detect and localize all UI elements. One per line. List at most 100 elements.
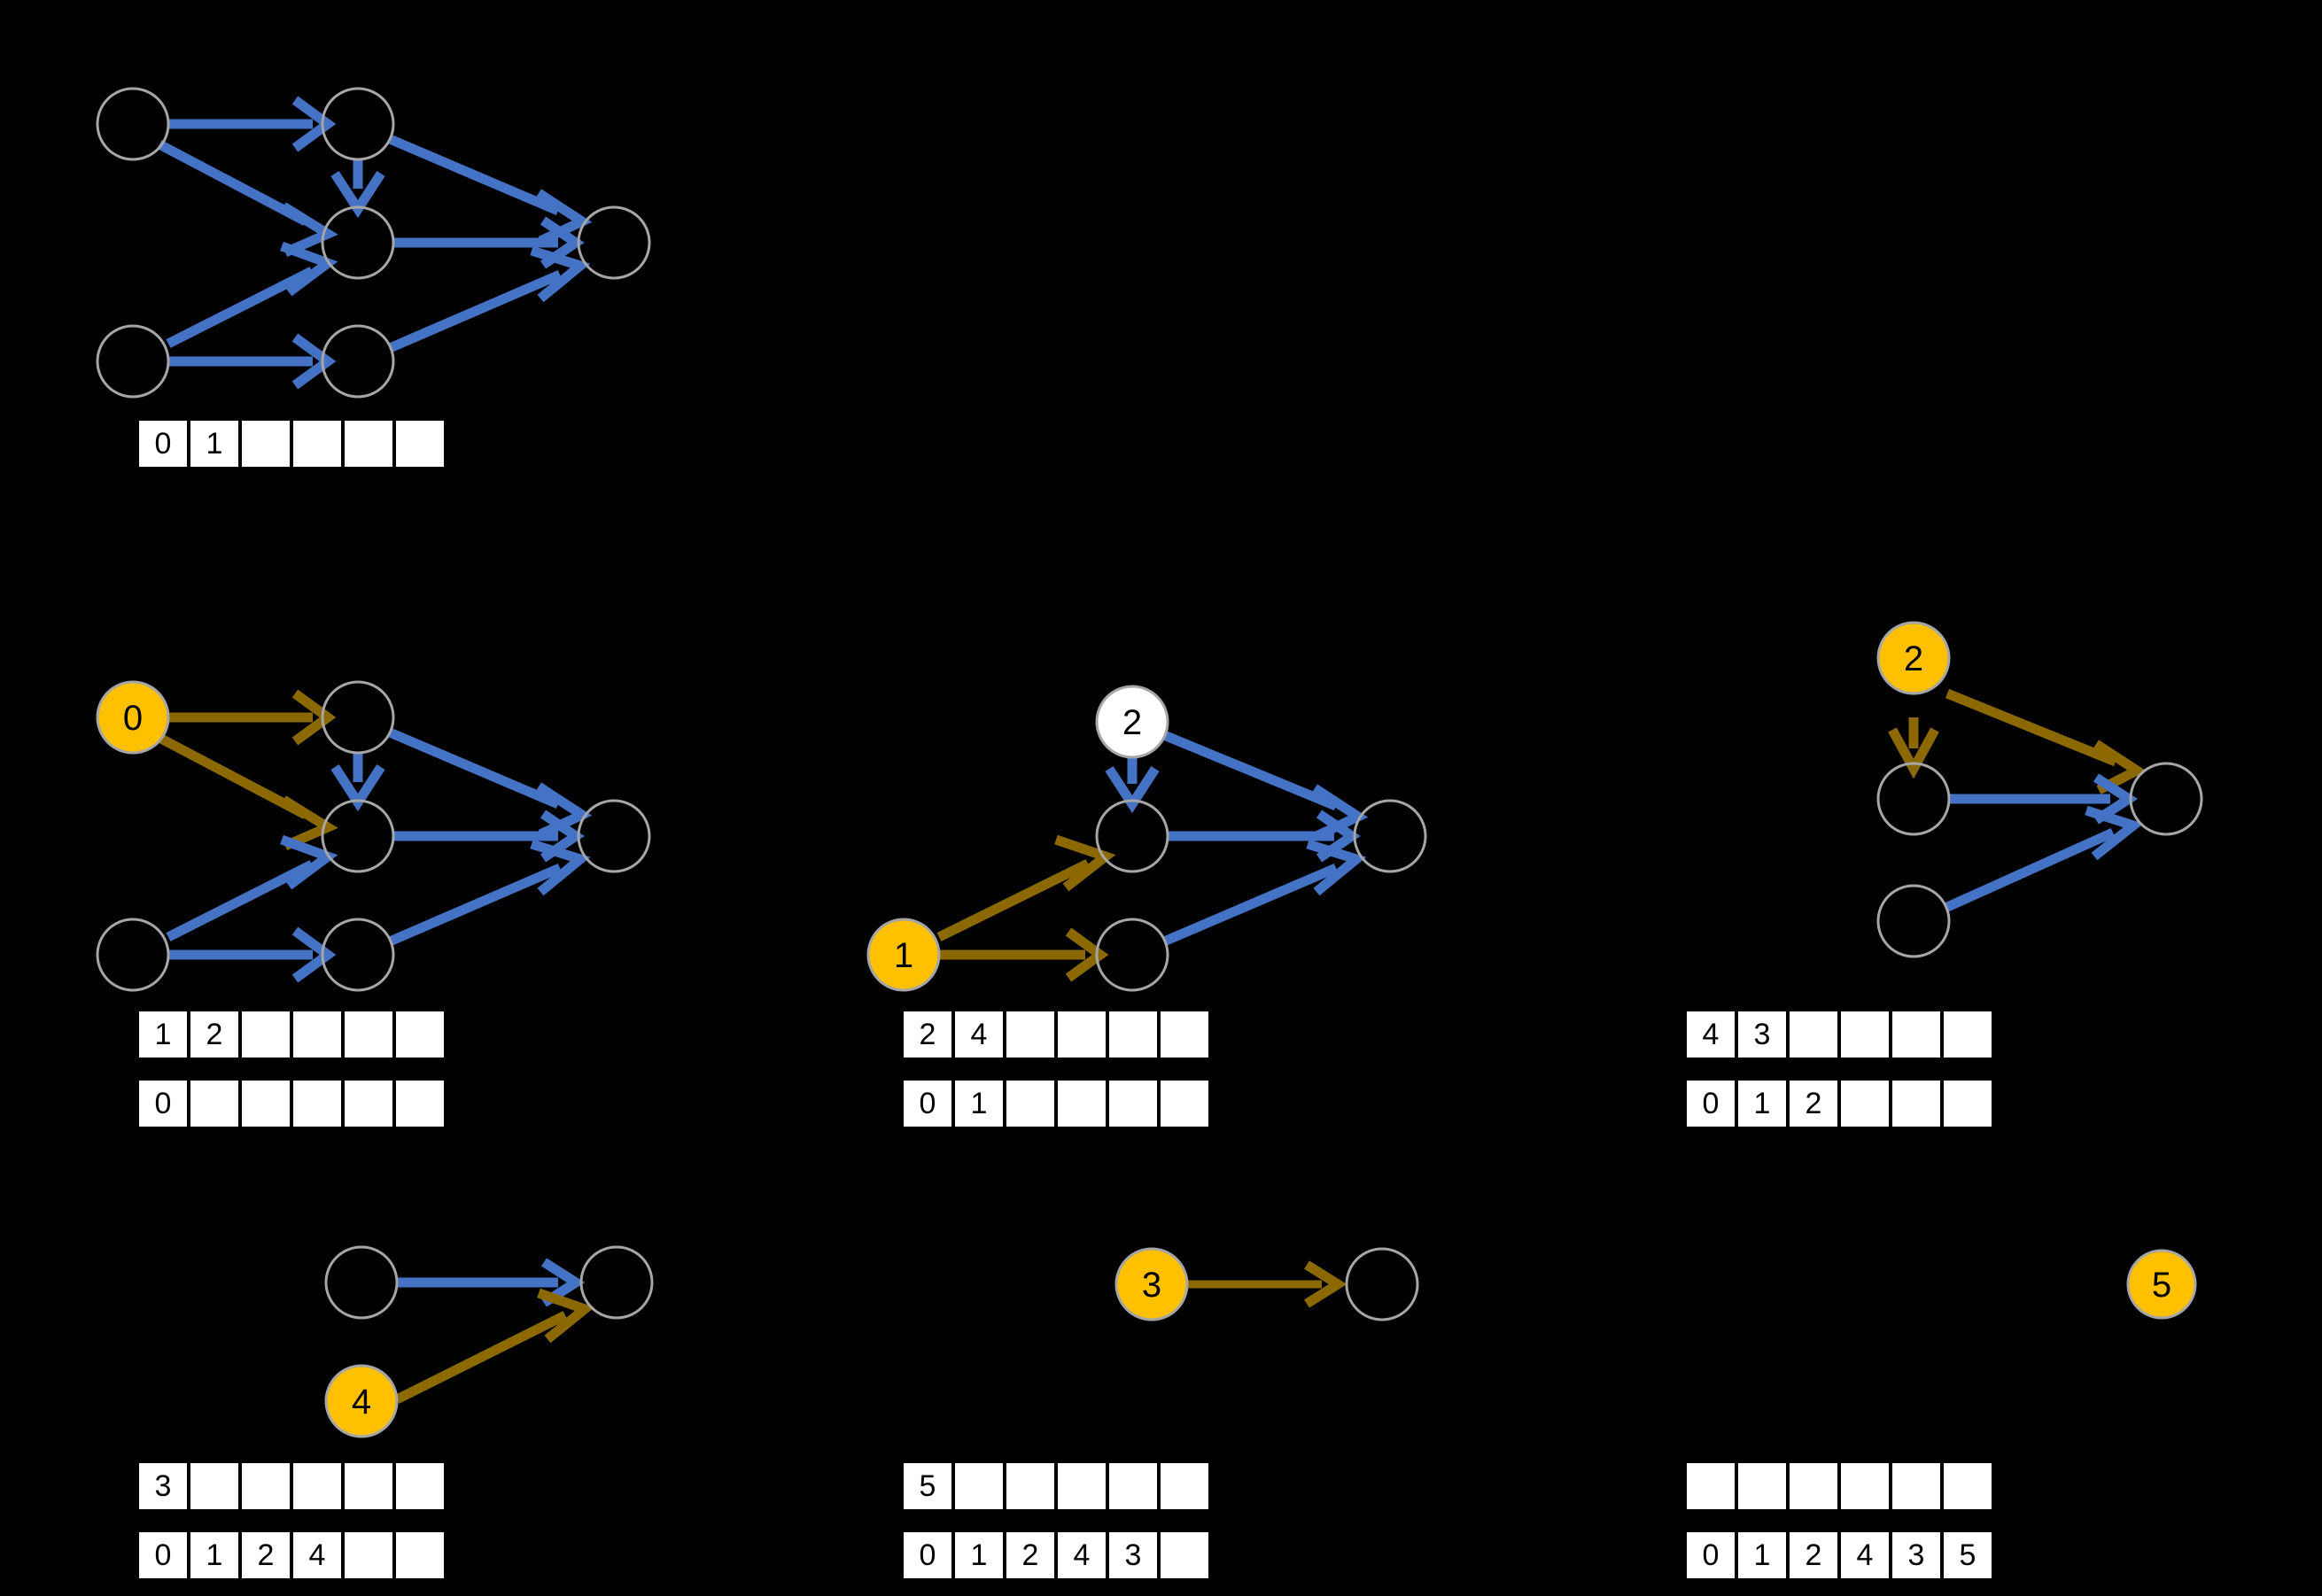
graph-node-active[interactable]: 0 bbox=[96, 680, 170, 755]
array-cell[interactable] bbox=[1005, 1010, 1056, 1059]
graph-node[interactable] bbox=[321, 87, 395, 161]
array-cell[interactable] bbox=[1942, 1461, 1993, 1511]
array-cell[interactable] bbox=[1839, 1079, 1891, 1128]
graph-node-active[interactable]: 3 bbox=[1114, 1247, 1189, 1321]
array-cell[interactable]: 2 bbox=[902, 1010, 953, 1059]
array-cell[interactable] bbox=[1891, 1010, 1942, 1059]
array-cell[interactable] bbox=[291, 419, 343, 469]
array-cell[interactable]: 0 bbox=[1685, 1530, 1736, 1580]
array-cell[interactable]: 2 bbox=[189, 1010, 240, 1059]
array-cell[interactable] bbox=[1942, 1010, 1993, 1059]
array-cell[interactable] bbox=[1005, 1079, 1056, 1128]
array-cell[interactable] bbox=[1891, 1461, 1942, 1511]
graph-node[interactable] bbox=[1095, 918, 1169, 992]
graph-node[interactable] bbox=[96, 87, 170, 161]
array-cell[interactable]: 4 bbox=[291, 1530, 343, 1580]
array-cell[interactable] bbox=[240, 419, 291, 469]
array-cell[interactable] bbox=[189, 1461, 240, 1511]
graph-node[interactable] bbox=[96, 918, 170, 992]
array-cell[interactable] bbox=[240, 1079, 291, 1128]
array-cell[interactable] bbox=[240, 1010, 291, 1059]
graph-node[interactable] bbox=[321, 918, 395, 992]
array-cell[interactable]: 1 bbox=[1736, 1079, 1788, 1128]
array-cell[interactable] bbox=[1056, 1461, 1107, 1511]
graph-node-active[interactable]: 1 bbox=[866, 918, 941, 992]
graph-node[interactable] bbox=[321, 680, 395, 755]
array-cell[interactable] bbox=[1839, 1461, 1891, 1511]
array-cell[interactable] bbox=[1839, 1010, 1891, 1059]
graph-node[interactable] bbox=[577, 205, 651, 280]
array-cell[interactable]: 0 bbox=[137, 419, 189, 469]
array-cell[interactable]: 1 bbox=[953, 1079, 1005, 1128]
graph-node[interactable] bbox=[324, 1245, 399, 1320]
graph-node[interactable] bbox=[1353, 799, 1427, 873]
array-cell[interactable] bbox=[291, 1079, 343, 1128]
graph-node-active[interactable]: 4 bbox=[324, 1364, 399, 1438]
array-cell[interactable] bbox=[343, 1530, 394, 1580]
array-cell[interactable]: 0 bbox=[137, 1530, 189, 1580]
array-cell[interactable] bbox=[343, 1079, 394, 1128]
array-cell[interactable]: 4 bbox=[1685, 1010, 1736, 1059]
array-cell[interactable]: 1 bbox=[189, 419, 240, 469]
graph-node[interactable] bbox=[577, 799, 651, 873]
array-cell[interactable] bbox=[1891, 1079, 1942, 1128]
graph-node[interactable] bbox=[2129, 762, 2203, 836]
graph-node[interactable] bbox=[1876, 762, 1951, 836]
array-cell[interactable]: 0 bbox=[902, 1079, 953, 1128]
array-cell[interactable]: 4 bbox=[1839, 1530, 1891, 1580]
array-cell[interactable] bbox=[343, 419, 394, 469]
array-cell[interactable] bbox=[394, 1010, 446, 1059]
array-cell[interactable] bbox=[394, 1461, 446, 1511]
array-cell[interactable] bbox=[1107, 1010, 1159, 1059]
array-cell[interactable]: 3 bbox=[1107, 1530, 1159, 1580]
array-cell[interactable]: 2 bbox=[1005, 1530, 1056, 1580]
array-cell[interactable] bbox=[1159, 1010, 1210, 1059]
array-cell[interactable] bbox=[1685, 1461, 1736, 1511]
array-cell[interactable] bbox=[394, 419, 446, 469]
array-cell[interactable]: 1 bbox=[953, 1530, 1005, 1580]
array-cell[interactable]: 1 bbox=[1736, 1530, 1788, 1580]
graph-node-white[interactable]: 2 bbox=[1095, 685, 1169, 759]
array-cell[interactable] bbox=[240, 1461, 291, 1511]
array-cell[interactable]: 2 bbox=[240, 1530, 291, 1580]
graph-node[interactable] bbox=[96, 324, 170, 399]
array-cell[interactable] bbox=[343, 1010, 394, 1059]
array-cell[interactable]: 4 bbox=[953, 1010, 1005, 1059]
array-cell[interactable] bbox=[1159, 1079, 1210, 1128]
graph-node[interactable] bbox=[1095, 799, 1169, 873]
array-cell[interactable]: 0 bbox=[137, 1079, 189, 1128]
array-cell[interactable] bbox=[291, 1010, 343, 1059]
graph-node[interactable] bbox=[321, 324, 395, 399]
array-cell[interactable] bbox=[1159, 1530, 1210, 1580]
array-cell[interactable] bbox=[291, 1461, 343, 1511]
array-cell[interactable] bbox=[1736, 1461, 1788, 1511]
array-cell[interactable]: 3 bbox=[1891, 1530, 1942, 1580]
array-cell[interactable]: 0 bbox=[1685, 1079, 1736, 1128]
graph-node[interactable] bbox=[1345, 1247, 1419, 1321]
array-cell[interactable] bbox=[1056, 1079, 1107, 1128]
array-cell[interactable] bbox=[189, 1079, 240, 1128]
array-cell[interactable]: 4 bbox=[1056, 1530, 1107, 1580]
graph-node[interactable] bbox=[321, 205, 395, 280]
array-cell[interactable] bbox=[1056, 1010, 1107, 1059]
array-cell[interactable] bbox=[1107, 1079, 1159, 1128]
array-cell[interactable] bbox=[394, 1530, 446, 1580]
array-cell[interactable] bbox=[1005, 1461, 1056, 1511]
array-cell[interactable] bbox=[1107, 1461, 1159, 1511]
graph-node-active[interactable]: 5 bbox=[2126, 1249, 2197, 1320]
array-cell[interactable]: 1 bbox=[189, 1530, 240, 1580]
graph-node-active[interactable]: 2 bbox=[1876, 621, 1951, 695]
array-cell[interactable]: 5 bbox=[902, 1461, 953, 1511]
array-cell[interactable]: 3 bbox=[1736, 1010, 1788, 1059]
array-cell[interactable]: 3 bbox=[137, 1461, 189, 1511]
array-cell[interactable]: 2 bbox=[1788, 1079, 1839, 1128]
array-cell[interactable] bbox=[1942, 1079, 1993, 1128]
array-cell[interactable] bbox=[1788, 1461, 1839, 1511]
array-cell[interactable] bbox=[1159, 1461, 1210, 1511]
graph-node[interactable] bbox=[321, 799, 395, 873]
array-cell[interactable] bbox=[343, 1461, 394, 1511]
array-cell[interactable] bbox=[394, 1079, 446, 1128]
array-cell[interactable]: 1 bbox=[137, 1010, 189, 1059]
array-cell[interactable] bbox=[1788, 1010, 1839, 1059]
array-cell[interactable] bbox=[953, 1461, 1005, 1511]
